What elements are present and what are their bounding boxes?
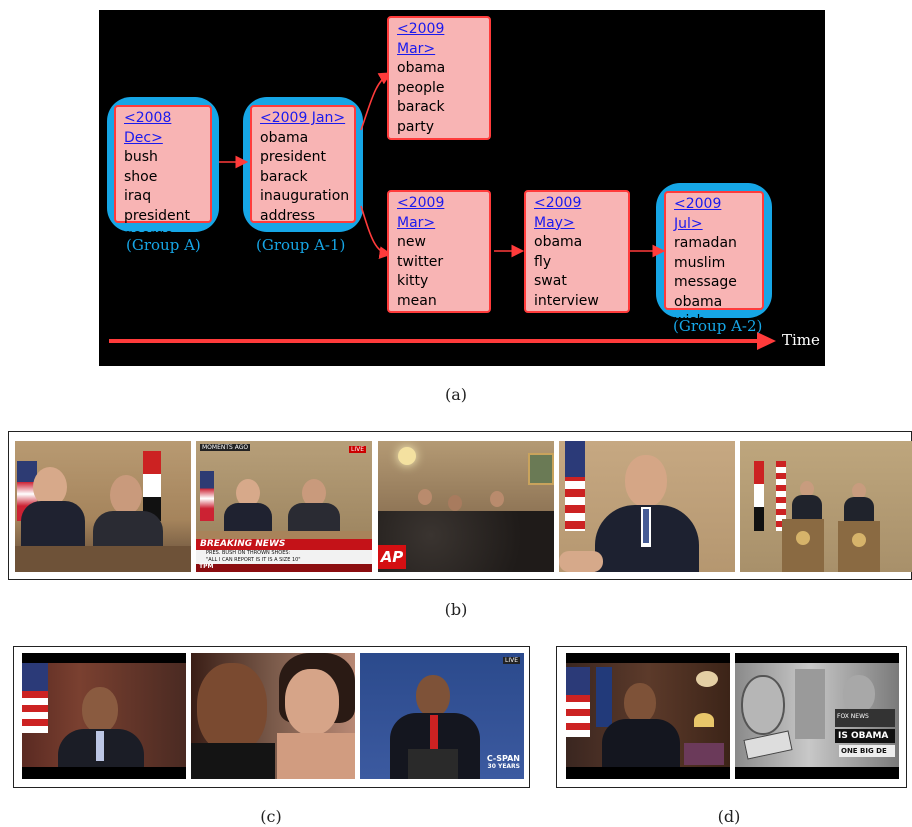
caption-b: (b) [444,600,468,619]
thumbnail-bush-speaking [559,441,735,572]
node-date: <2009 Jul> [674,196,722,232]
topic-node-2008-dec: <2008 Dec> bush shoe iraq president geor… [114,105,212,243]
caption-c: (c) [260,807,282,826]
time-axis-label: Time [782,331,820,349]
thumbnail-press-room: AP [378,441,554,572]
node-date: <2009 Jan> [260,110,346,126]
topic-node-2009-jul: <2009 Jul> ramadan muslim message obama … [664,191,764,329]
topic-node-2009-mar-a: <2009 Mar> obama people barack party tea [387,16,491,154]
arrow-n2-n3 [360,72,392,131]
thumbnail-obama-office [22,653,186,779]
thumbnail-news-collage: IS OBAMA ONE BIG DE FOX NEWS [735,653,899,779]
node-date: <2009 May> [534,195,582,231]
thumbnail-bush-maliki [15,441,191,572]
topic-timeline-diagram: <2008 Dec> bush shoe iraq president geor… [99,10,825,366]
thumbnail-obama-and-woman [191,653,355,779]
topic-node-2009-may: <2009 May> obama fly swat interview pres… [524,190,630,328]
thumbnail-obama-address [566,653,730,779]
node-date: <2009 Mar> [397,195,445,231]
timeline-arrows [109,72,776,350]
caption-d: (d) [717,807,741,826]
group-a1-label: (Group A-1) [256,236,346,254]
time-axis-head [757,332,776,350]
caption-a: (a) [444,385,468,404]
arrow-n2-n4 [360,205,393,259]
node-date: <2009 Mar> [397,21,445,57]
topic-node-2009-mar-b: <2009 Mar> new twitter kitty mean loki [387,190,491,328]
topic-node-2009-jan: <2009 Jan> obama president barack inaugu… [250,105,356,224]
strip-d: IS OBAMA ONE BIG DE FOX NEWS [556,646,907,788]
group-a2-label: (Group A-2) [673,317,763,335]
group-a-label: (Group A) [126,236,201,254]
strip-b: MOMENTS AGO LIVE BREAKING NEWS PRES. BUS… [8,431,912,580]
node-date: <2008 Dec> [124,110,172,146]
thumbnail-breaking-news: MOMENTS AGO LIVE BREAKING NEWS PRES. BUS… [196,441,372,572]
thumbnail-bush-maliki-wide [740,441,912,572]
